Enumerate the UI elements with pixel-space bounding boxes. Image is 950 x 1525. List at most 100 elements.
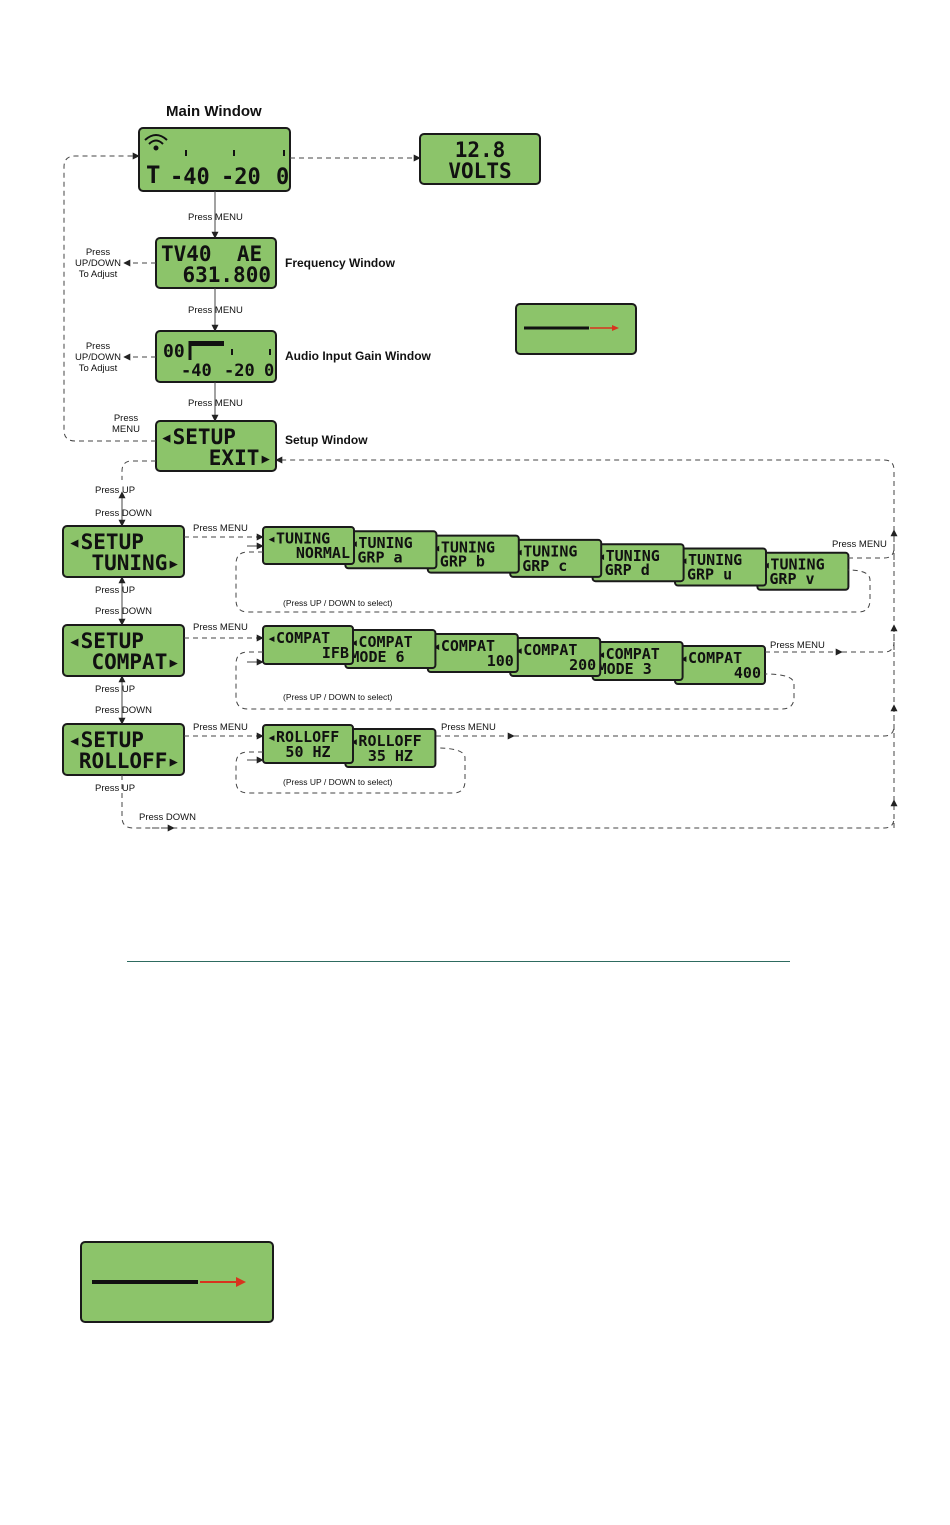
press-menu-label: Press MENU <box>193 622 248 633</box>
option-line-2: IFB <box>322 644 349 662</box>
menu-flow-diagram: Main Window Frequency Window Audio Input… <box>62 103 898 832</box>
arrow-legend-lcd-large <box>80 1241 274 1323</box>
setup-rolloff-line-1: ◂SETUP <box>68 728 144 752</box>
select-hint: (Press UP / DOWN to select) <box>283 598 393 608</box>
battery-volts-lcd: 12.8 VOLTS <box>419 133 541 185</box>
horizontal-rule <box>127 961 790 962</box>
setup-exit-line-1: ◂SETUP <box>160 425 236 449</box>
setup-exit-line-2: EXIT▸ <box>209 446 272 470</box>
option-line-1: ◂COMPAT <box>597 645 660 663</box>
adjust-label: Press <box>86 247 111 258</box>
setup-tuning-line-2: TUNING▸ <box>91 551 180 575</box>
option-line-1: ◂TUNING <box>267 530 330 548</box>
option-line-2: GRP d <box>605 561 650 579</box>
press-menu-label: Press MENU <box>441 722 496 733</box>
gain-bar <box>190 341 224 346</box>
frequency-line-1: TV40 AE <box>161 242 262 266</box>
press-down-label: Press DOWN <box>139 812 196 823</box>
press-menu-label: Press MENU <box>832 539 887 550</box>
setup-compat-line-2: COMPAT▸ <box>91 650 180 674</box>
arrow-legend-arrow <box>200 1281 238 1283</box>
press-up-label: Press UP <box>95 585 135 596</box>
option-line-2: GRP a <box>357 548 402 566</box>
option-line-1: ◂TUNING <box>432 538 495 556</box>
main-window-lcd: T -40 -20 0 <box>138 127 291 192</box>
setup-exit-lcd: ◂SETUP EXIT▸ <box>155 420 277 472</box>
press-up-label: Press UP <box>95 783 135 794</box>
option-line-2: NORMAL <box>296 544 350 562</box>
press-down-label: Press DOWN <box>95 508 152 519</box>
frequency-lcd: TV40 AE 631.800 <box>155 237 277 289</box>
adjust-label: UP/DOWN <box>75 352 121 363</box>
menu-label: MENU <box>112 424 140 435</box>
option-line-1: ◂COMPAT <box>432 637 495 655</box>
main-window-title: Main Window <box>166 103 262 120</box>
select-hint: (Press UP / DOWN to select) <box>283 777 393 787</box>
gain-value: 00 <box>163 341 185 362</box>
setup-rolloff-lcd: ◂SETUP ROLLOFF▸ <box>62 723 185 776</box>
press-down-label: Press DOWN <box>95 705 152 716</box>
option-line-2: 50 HZ <box>285 743 330 761</box>
setup-rolloff-line-2: ROLLOFF▸ <box>79 749 180 773</box>
option-line-1: ◂TUNING <box>349 534 412 552</box>
option-line-2: GRP c <box>522 557 567 575</box>
option-line-1: ◂TUNING <box>597 547 660 565</box>
setup-compat-lcd: ◂SETUP COMPAT▸ <box>62 624 185 677</box>
volts-unit: VOLTS <box>448 159 511 183</box>
press-label: Press <box>114 413 139 424</box>
option-line-1: ◂ROLLOFF <box>267 728 339 746</box>
antenna-icon: T <box>146 161 160 189</box>
gain-window-title: Audio Input Gain Window <box>285 349 432 363</box>
adjust-label: Press <box>86 341 111 352</box>
gain-tick-label: -20 <box>224 361 255 381</box>
gain-tick-label: -40 <box>181 361 212 381</box>
press-menu-label: Press MENU <box>193 523 248 534</box>
gain-tick-label: 0 <box>264 361 274 381</box>
setup-window-title: Setup Window <box>285 433 368 447</box>
arrow-legend-bar <box>92 1280 198 1284</box>
press-menu-label: Press MENU <box>193 722 248 733</box>
option-line-1: ◂TUNING <box>514 543 577 561</box>
option-line-2: 400 <box>734 664 761 682</box>
option-line-2: 35 HZ <box>368 747 413 765</box>
option-line-1: ◂TUNING <box>679 551 742 569</box>
arrow-legend-lcd <box>515 303 637 355</box>
adjust-label: To Adjust <box>79 363 118 374</box>
option-line-1: ◂COMPAT <box>349 633 412 651</box>
press-menu-label: Press MENU <box>770 640 825 651</box>
meter-tick-label: -20 <box>221 165 261 190</box>
arrow-legend-arrowhead <box>236 1277 246 1287</box>
press-up-label: Press UP <box>95 485 135 496</box>
option-line-2: GRP b <box>440 553 485 571</box>
option-line-1: ◂ROLLOFF <box>349 732 421 750</box>
option-line-1: ◂TUNING <box>761 555 824 573</box>
meter-tick-label: 0 <box>276 165 289 190</box>
frequency-line-2: 631.800 <box>182 263 271 287</box>
gain-lcd: 00 -40 -20 0 <box>155 330 277 383</box>
option-line-1: ◂COMPAT <box>679 649 742 667</box>
frequency-window-title: Frequency Window <box>285 256 396 270</box>
option-line-1: ◂COMPAT <box>267 629 330 647</box>
press-menu-label: Press MENU <box>188 398 243 409</box>
option-line-1: ◂COMPAT <box>514 641 577 659</box>
antenna-signal-icon <box>144 134 168 151</box>
setup-tuning-lcd: ◂SETUP TUNING▸ <box>62 525 185 578</box>
option-line-2: GRP v <box>769 570 814 588</box>
volts-value: 12.8 <box>455 138 506 162</box>
